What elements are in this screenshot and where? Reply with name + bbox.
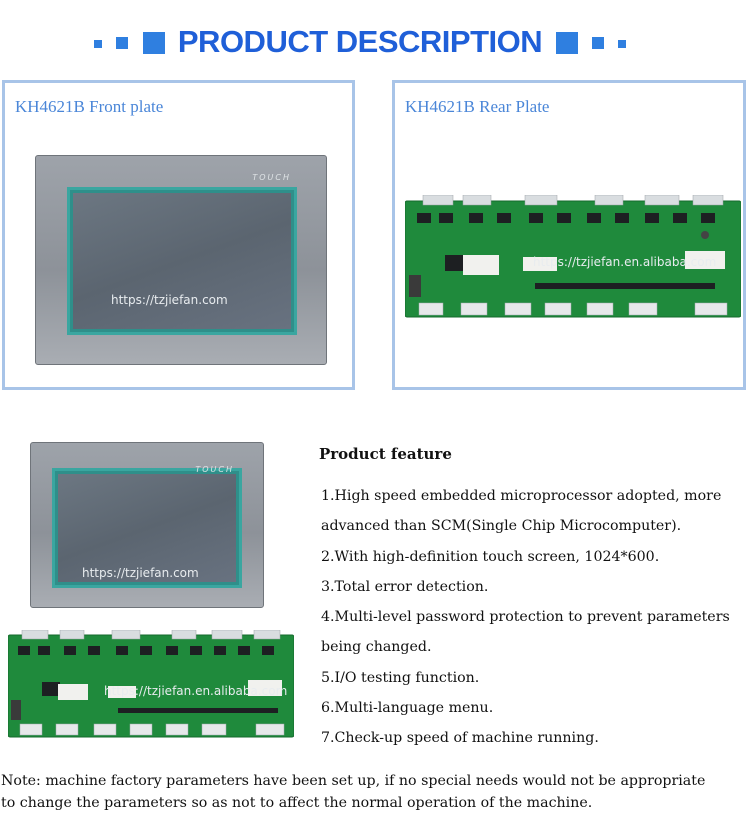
watermark-text: https://tzjiefan.com: [82, 566, 199, 580]
feature-line: 7.Check-up speed of machine running.: [321, 730, 599, 747]
pcb-graphic: [7, 629, 295, 738]
rear-plate-label: KH4621B Rear Plate: [405, 97, 550, 116]
rear-plate-image: https://tzjiefan.en.alibaba.com: [404, 194, 742, 323]
decor-square-large: [143, 32, 165, 54]
touch-screen: [58, 474, 236, 582]
feature-line: advanced than SCM(Single Chip Microcompu…: [321, 518, 682, 535]
feature-line: 2.With high-definition touch screen, 102…: [321, 548, 660, 565]
touch-logo: TOUCH: [252, 173, 291, 182]
decor-square-large: [556, 32, 578, 54]
front-plate-label: KH4621B Front plate: [15, 97, 164, 116]
touch-screen: [73, 193, 291, 329]
decor-square-small: [94, 40, 102, 48]
feature-line: 5.I/O testing function.: [321, 669, 480, 686]
touch-logo: TOUCH: [195, 465, 234, 474]
watermark-text: https://tzjiefan.en.alibaba.com: [533, 255, 717, 269]
pcb-graphic: [404, 194, 742, 318]
watermark-text: https://tzjiefan.en.alibaba.com: [104, 684, 288, 698]
decor-square-medium: [116, 37, 128, 49]
feature-line: being changed.: [321, 639, 432, 656]
front-plate-photo: TOUCH https://tzjiefan.com: [30, 442, 264, 608]
rear-plate-photo: https://tzjiefan.en.alibaba.com: [7, 629, 295, 742]
feature-list: 1.High speed embedded microprocessor ado…: [321, 481, 749, 754]
front-plate-box: KH4621B Front plate TOUCH https://tzjief…: [2, 80, 355, 390]
note-paragraph: Note: machine factory parameters have be…: [1, 770, 749, 814]
feature-line: 4.Multi-level password protection to pre…: [321, 609, 730, 626]
decor-square-medium: [592, 37, 604, 49]
front-plate-image: TOUCH https://tzjiefan.com: [35, 155, 327, 365]
watermark-text: https://tzjiefan.com: [111, 293, 228, 307]
note-line-1: Note: machine factory parameters have be…: [1, 773, 706, 789]
note-line-2: to change the parameters so as not to af…: [1, 795, 593, 811]
feature-line: 6.Multi-language menu.: [321, 700, 494, 717]
section-header: PRODUCT DESCRIPTION: [0, 18, 750, 68]
feature-line: 1.High speed embedded microprocessor ado…: [321, 488, 722, 504]
rear-plate-box: KH4621B Rear Plate: [392, 80, 746, 390]
page-title: PRODUCT DESCRIPTION: [177, 24, 543, 59]
screen-frame: [52, 468, 242, 588]
product-feature-title: Product feature: [319, 445, 452, 463]
decor-square-small: [618, 40, 626, 48]
feature-line: 3.Total error detection.: [321, 578, 489, 595]
screen-frame: [67, 187, 297, 335]
